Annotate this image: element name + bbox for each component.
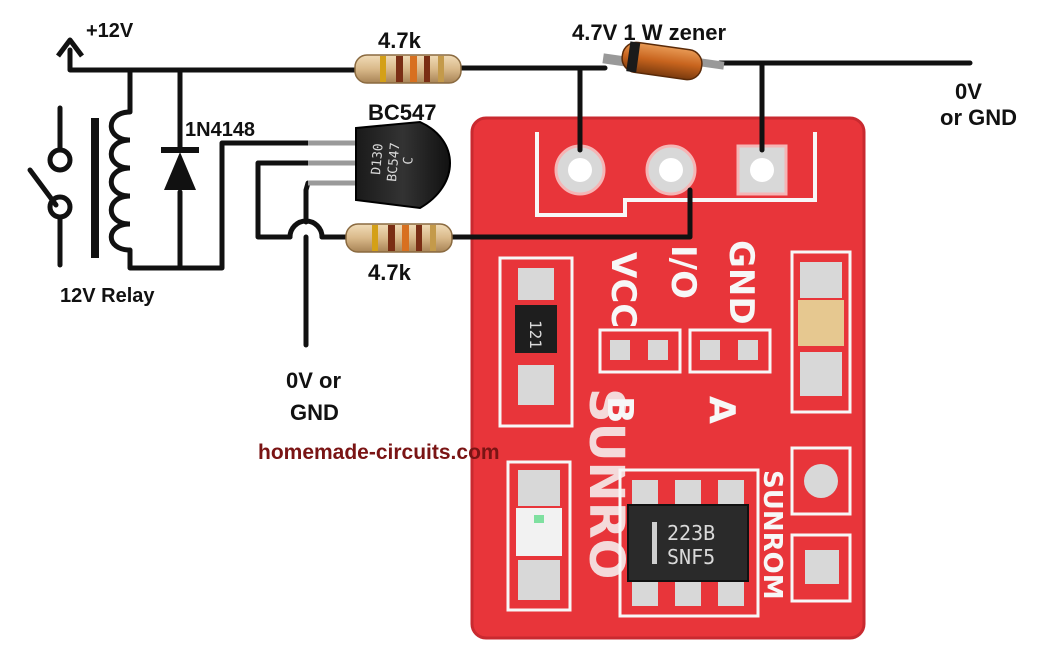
wire-12v-rail [67, 47, 361, 73]
resistor-code: 121 [526, 320, 545, 349]
ic-marking-1: 223B [667, 521, 715, 545]
jumper-a-outline [688, 328, 772, 374]
ic-marking-2: SNF5 [667, 545, 715, 569]
label-gnd-bottom-1: 0V or [286, 368, 341, 393]
pin-label-vcc: VCC [603, 252, 643, 328]
pad-label-b: B [599, 396, 640, 423]
diode-icon [161, 147, 199, 190]
touch-ic: 223B SNF5 [618, 468, 760, 618]
label-gnd-right-1: 0V [955, 79, 982, 104]
hole-io [659, 158, 683, 182]
transistor-marking-1: D130 [369, 143, 387, 176]
transistor-marking-3: C [401, 156, 417, 165]
led-pad-bottom [518, 560, 560, 600]
led-pad-top [518, 470, 560, 506]
label-resistor-top: 4.7k [378, 28, 422, 53]
label-supply: +12V [86, 20, 134, 42]
capacitor-outline [790, 250, 852, 414]
capacitor-pad-top [800, 262, 842, 298]
label-zener: 4.7V 1 W zener [572, 20, 727, 45]
wire-resistor-to-io [447, 187, 693, 240]
ic-pin-bottom-1 [632, 580, 658, 606]
resistor-bottom [345, 223, 453, 253]
led-lens [534, 515, 544, 523]
hole-vcc [568, 158, 592, 182]
ic-marker [652, 522, 657, 564]
up-arrow-icon [56, 37, 84, 58]
resistor-top [354, 54, 462, 84]
capacitor-pad-bottom [800, 352, 842, 396]
ic-pin-top-3 [718, 480, 744, 506]
relay-core [91, 118, 99, 258]
wire-relay-to-collector [127, 140, 311, 271]
smd-resistor [515, 305, 557, 353]
led-outline [506, 460, 572, 612]
jumper-b-outline [598, 328, 682, 374]
label-transistor: BC547 [368, 100, 436, 125]
resistor-pad-bottom [518, 365, 554, 405]
transistor-bc547: D130 BC547 C [308, 120, 451, 210]
jumper-a-pad1 [700, 340, 720, 360]
header-outline [535, 132, 817, 217]
ic-pin-bottom-2 [675, 580, 701, 606]
hole-gnd [750, 158, 774, 182]
transistor-marking-2: BC547 [385, 142, 403, 182]
touch-sensor-board: VCC I/O GND 121 B A SUNRO [470, 116, 866, 640]
label-gnd-bottom-2: GND [290, 400, 339, 425]
wiring [57, 47, 973, 348]
label-resistor-bottom: 4.7k [368, 260, 412, 285]
jumper-b-pad1 [610, 340, 630, 360]
touch-pad-2-outline [790, 533, 852, 603]
resistor-outline [498, 256, 574, 428]
ic-pin-top-1 [632, 480, 658, 506]
wire-base-left [255, 160, 311, 240]
jumper-a-pad2 [738, 340, 758, 360]
relay-switch-icon [27, 147, 73, 220]
touch-pad-2 [805, 550, 839, 584]
pin-label-io: I/O [663, 245, 703, 299]
wire-crossover [287, 218, 325, 240]
ic-pin-bottom-3 [718, 580, 744, 606]
label-diode: 1N4148 [185, 119, 255, 141]
smd-capacitor [798, 300, 844, 346]
label-relay: 12V Relay [60, 285, 155, 307]
relay-coil-icon [108, 109, 131, 253]
jumper-b-pad2 [648, 340, 668, 360]
ic-pin-top-2 [675, 480, 701, 506]
touch-pad-1-outline [790, 446, 852, 516]
pad-label-a: A [701, 396, 742, 424]
ic-outline [618, 468, 760, 618]
label-gnd-right-2: or GND [940, 105, 1017, 130]
touch-pad-1 [804, 464, 838, 498]
wire-emitter [303, 180, 311, 225]
zener-diode [602, 41, 725, 81]
brand-side: SUNRO [578, 388, 634, 579]
ic-body [627, 504, 749, 582]
resistor-pad-top [518, 268, 554, 300]
brand-right: SUNROM [757, 470, 787, 600]
website-watermark: homemade-circuits.com [258, 441, 500, 464]
pin-label-gnd: GND [721, 240, 761, 325]
